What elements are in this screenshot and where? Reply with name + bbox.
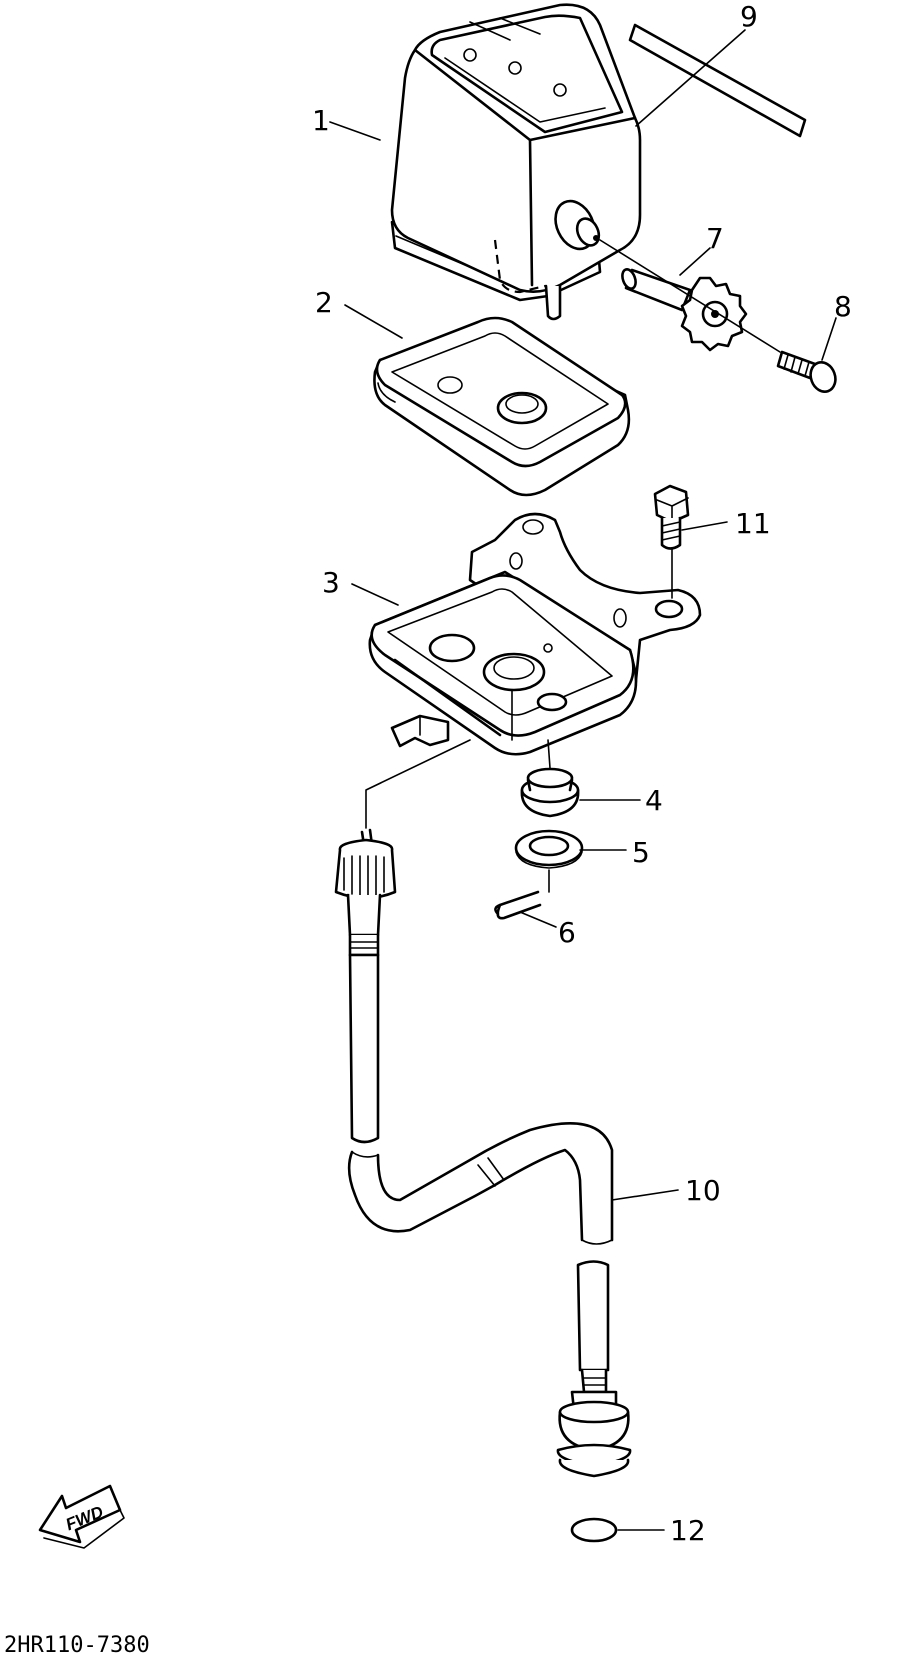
callout-4: 4 (645, 784, 663, 817)
part-5-washer (514, 829, 584, 869)
callout-5: 5 (632, 836, 650, 869)
part-9-strip (628, 23, 807, 138)
callout-2: 2 (315, 286, 333, 319)
callout-labels: 1 2 3 4 5 6 7 8 9 10 11 12 (312, 0, 852, 1547)
part-6-cotter-pin (494, 890, 542, 920)
part-2-gasket (373, 316, 631, 497)
part-11-bolt (653, 484, 690, 550)
part-12-o-ring (570, 1517, 618, 1543)
leader-lines (329, 29, 837, 1531)
callout-7: 7 (706, 222, 724, 255)
callout-3: 3 (322, 566, 340, 599)
callout-1: 1 (312, 104, 330, 137)
part-10-cable (334, 828, 632, 1478)
callout-12: 12 (670, 1514, 706, 1547)
callout-10: 10 (685, 1174, 721, 1207)
callout-11: 11 (735, 507, 771, 540)
callout-8: 8 (834, 290, 852, 323)
part-8-screw (776, 350, 837, 393)
part-1-meter-housing (390, 3, 642, 321)
callout-9: 9 (740, 0, 758, 33)
part-7-drive-gear (621, 268, 748, 352)
callout-6: 6 (558, 916, 576, 949)
fwd-arrow: FWD (38, 1484, 125, 1549)
drawing-code: 2HR110-7380 (4, 1633, 150, 1658)
part-4-grommet (520, 767, 580, 818)
part-3-bracket (368, 512, 702, 756)
